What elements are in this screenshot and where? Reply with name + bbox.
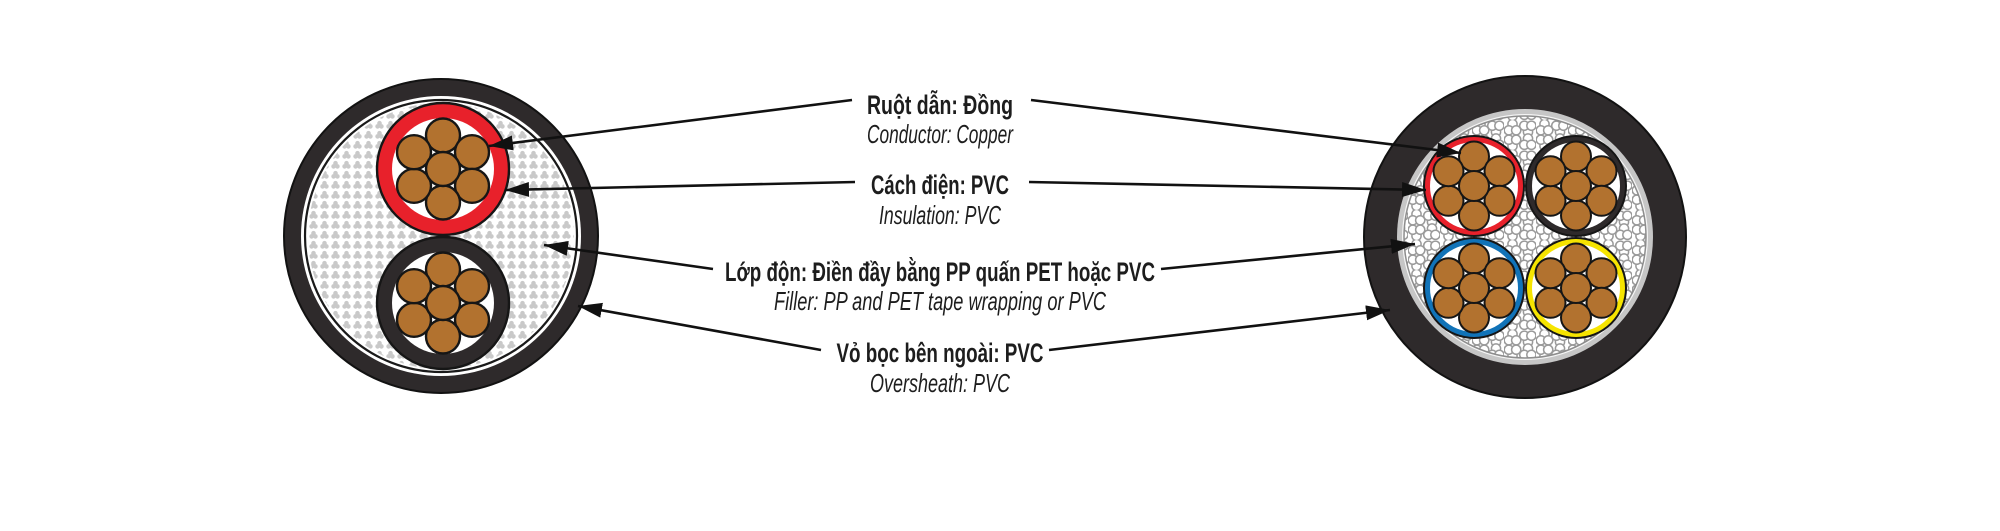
label-oversheath-en: Oversheath: PVC xyxy=(870,368,1010,398)
core-red xyxy=(375,101,511,237)
leader-line-conductor-left xyxy=(488,98,853,151)
labels: Ruột dẫn: Đồng Conductor: Copper Cách đi… xyxy=(725,89,1155,398)
label-insulation-en: Insulation: PVC xyxy=(879,200,1001,230)
label-filler-en: Filler: PP and PET tape wrapping or PVC xyxy=(774,286,1106,316)
label-insulation-vi: Cách điện: PVC xyxy=(871,170,1009,200)
cable-2-core xyxy=(283,78,599,394)
label-insulation: Cách điện: PVC Insulation: PVC xyxy=(871,170,1009,230)
core-black xyxy=(1525,135,1627,237)
label-oversheath-vi: Vỏ bọc bên ngoài: PVC xyxy=(837,338,1044,368)
leader-line-oversheath-right xyxy=(1048,305,1391,352)
core-yellow xyxy=(1525,237,1627,339)
label-oversheath: Vỏ bọc bên ngoài: PVC Oversheath: PVC xyxy=(837,338,1044,398)
core-black xyxy=(375,235,511,371)
cable-4-core xyxy=(1363,75,1687,399)
leader-line-insulation-left xyxy=(504,180,856,197)
leader-line-conductor-right xyxy=(1030,98,1462,158)
leader-lines xyxy=(488,98,1462,352)
label-conductor-vi: Ruột dẫn: Đồng xyxy=(867,89,1013,120)
leader-line-filler-left xyxy=(543,240,714,271)
label-filler-vi: Lớp độn: Điền đầy bằng PP quấn PET hoặc … xyxy=(725,256,1155,287)
label-conductor: Ruột dẫn: Đồng Conductor: Copper xyxy=(867,89,1014,149)
label-conductor-en: Conductor: Copper xyxy=(867,119,1014,149)
core-blue xyxy=(1423,237,1525,339)
inner-liner-ring xyxy=(303,98,579,374)
label-filler: Lớp độn: Điền đầy bằng PP quấn PET hoặc … xyxy=(725,256,1155,316)
leader-line-insulation-right xyxy=(1028,180,1427,198)
leader-line-filler-right xyxy=(1160,238,1416,271)
leader-line-oversheath-left xyxy=(577,302,822,352)
core-red xyxy=(1423,135,1525,237)
